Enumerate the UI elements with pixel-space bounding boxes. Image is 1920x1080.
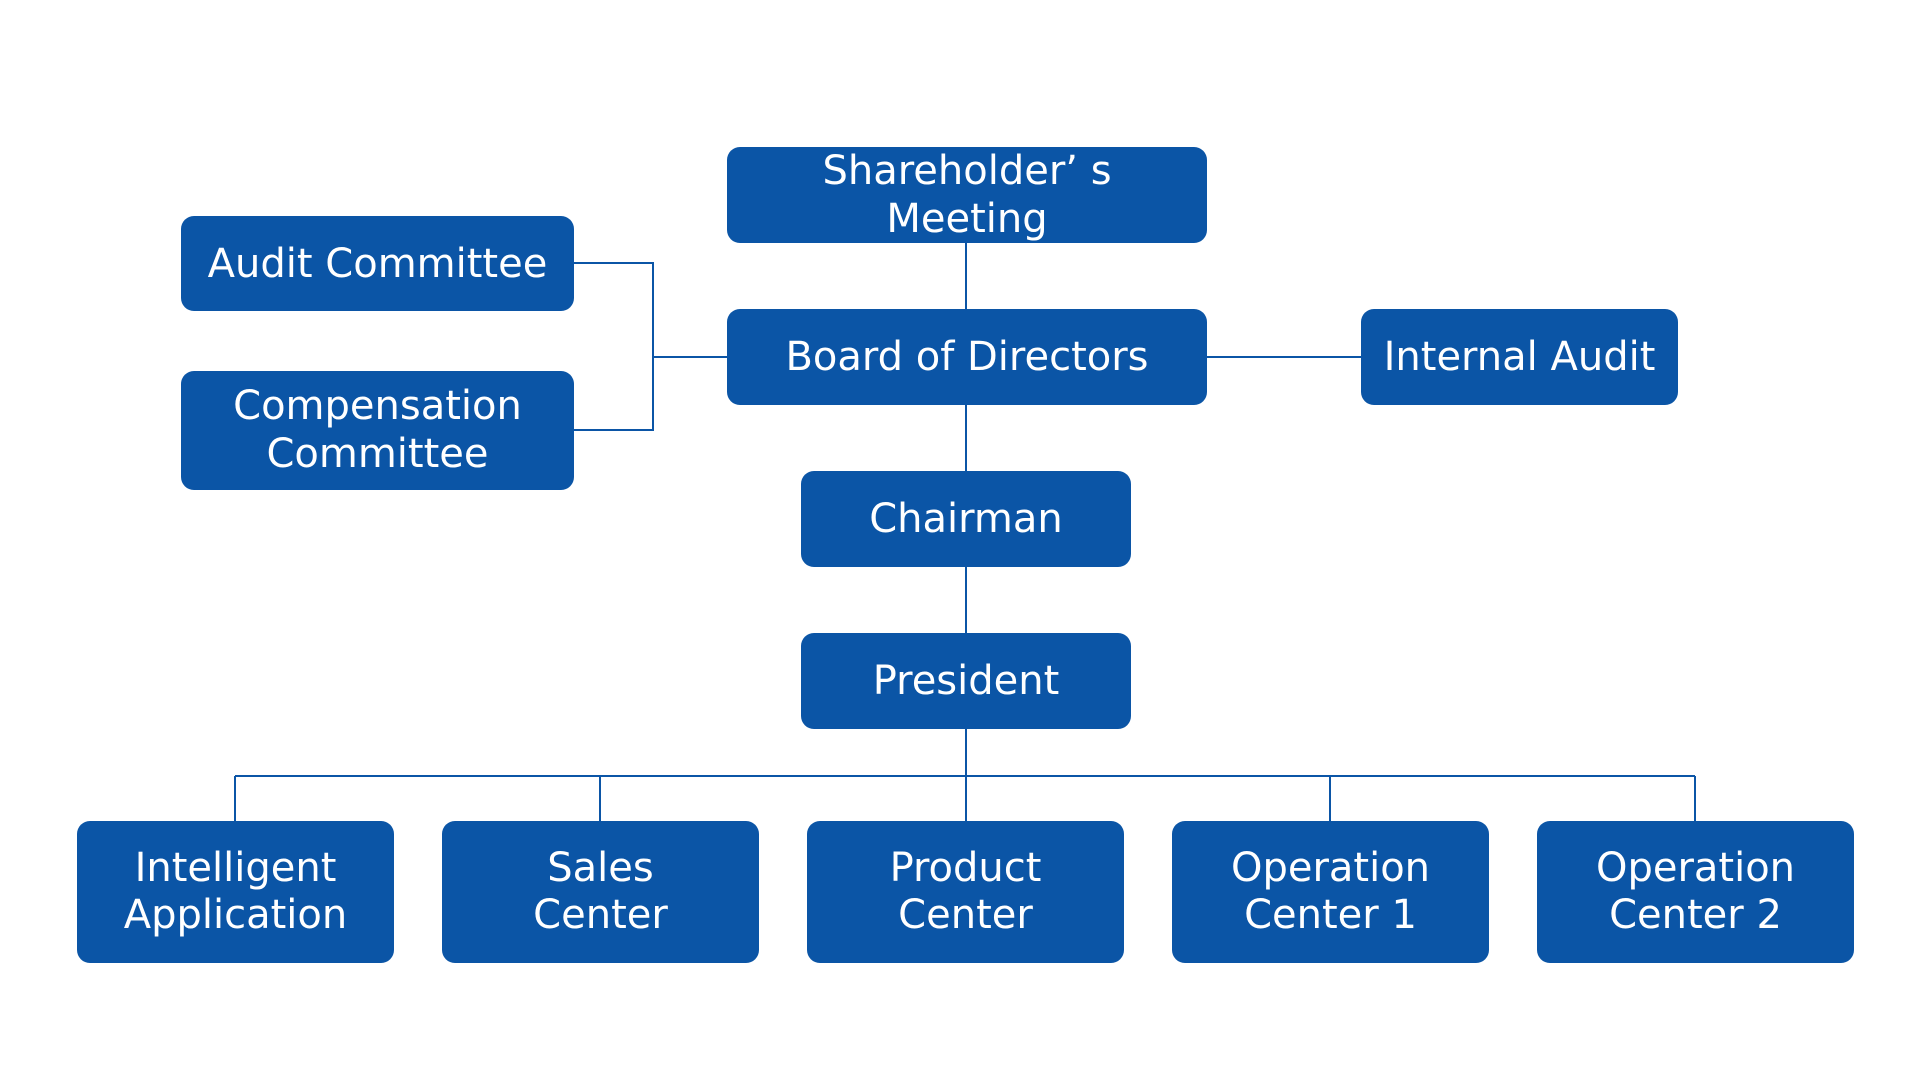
node-product-center: Product Center [807, 821, 1124, 963]
connector-compensation-committee [574, 357, 654, 431]
node-shareholders-meeting: Shareholder’ s Meeting [727, 147, 1207, 243]
node-compensation-committee: Compensation Committee [181, 371, 574, 490]
node-intelligent-application: Intelligent Application [77, 821, 394, 963]
node-board-of-directors: Board of Directors [727, 309, 1207, 405]
connector-audit-committee [574, 262, 654, 357]
node-audit-committee: Audit Committee [181, 216, 574, 311]
node-internal-audit: Internal Audit [1361, 309, 1678, 405]
node-operation-center-2: Operation Center 2 [1537, 821, 1854, 963]
node-president: President [801, 633, 1131, 729]
node-chairman: Chairman [801, 471, 1131, 567]
node-operation-center-1: Operation Center 1 [1172, 821, 1489, 963]
node-sales-center: Sales Center [442, 821, 759, 963]
